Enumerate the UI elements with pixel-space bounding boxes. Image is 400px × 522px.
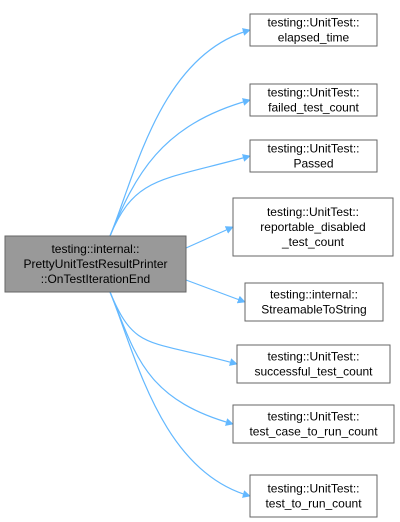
node-passed-label-line: testing::UnitTest::	[267, 142, 359, 156]
node-on-test-iteration-end-box	[4, 235, 187, 293]
nodes-layer: testing::internal::PrettyUnitTestResultP…	[4, 13, 395, 518]
node-failed-test-count-label-line: testing::UnitTest::	[267, 86, 359, 100]
node-on-test-iteration-end[interactable]: testing::internal::PrettyUnitTestResultP…	[4, 235, 187, 293]
node-passed[interactable]: testing::UnitTest::Passed	[249, 139, 378, 173]
edge-to-failed_test_count	[109, 98, 251, 237]
node-test-case-to-run-count[interactable]: testing::UnitTest::test_case_to_run_coun…	[232, 404, 395, 444]
node-on-test-iteration-end-label-line: ::OnTestIterationEnd	[41, 272, 150, 286]
node-elapsed-time-box	[249, 13, 378, 47]
node-streamable-to-string-box	[244, 282, 384, 322]
node-elapsed-time-label-line: elapsed_time	[278, 31, 350, 45]
node-streamable-to-string[interactable]: testing::internal::StreamableToString	[244, 282, 384, 322]
edges-layer	[109, 28, 251, 498]
node-passed-label-line: Passed	[293, 157, 333, 171]
node-passed-box	[249, 139, 378, 173]
edge-to-passed	[109, 154, 251, 237]
node-test-case-to-run-count-label-line: test_case_to_run_count	[249, 425, 378, 439]
node-reportable-disabled-test-count-label-line: _test_count	[281, 235, 345, 249]
edge-to-streamable_to_string	[185, 279, 246, 304]
node-test-to-run-count-box	[249, 474, 378, 518]
node-streamable-to-string-label-line: StreamableToString	[261, 303, 366, 317]
edge-to-successful_test_count	[109, 291, 238, 366]
node-failed-test-count-label-line: failed_test_count	[268, 101, 359, 115]
edge-to-elapsed_time	[109, 28, 251, 237]
node-reportable-disabled-test-count-box	[232, 197, 394, 257]
node-reportable-disabled-test-count-label-line: testing::UnitTest::	[267, 205, 359, 219]
node-reportable-disabled-test-count[interactable]: testing::UnitTest::reportable_disabled_t…	[232, 197, 394, 257]
edge-to-test_to_run_count	[109, 291, 251, 498]
node-on-test-iteration-end-label-line: testing::internal::	[51, 242, 139, 256]
node-test-case-to-run-count-box	[232, 404, 395, 444]
node-failed-test-count[interactable]: testing::UnitTest::failed_test_count	[249, 83, 378, 117]
node-test-to-run-count[interactable]: testing::UnitTest::test_to_run_count	[249, 474, 378, 518]
node-successful-test-count-box	[236, 344, 391, 384]
edge-to-reportable_disabled_test_count	[185, 226, 234, 249]
node-failed-test-count-box	[249, 83, 378, 117]
node-successful-test-count-label-line: successful_test_count	[254, 365, 373, 379]
node-streamable-to-string-label-line: testing::internal::	[270, 288, 358, 302]
node-elapsed-time[interactable]: testing::UnitTest::elapsed_time	[249, 13, 378, 47]
node-on-test-iteration-end-label-line: PrettyUnitTestResultPrinter	[23, 257, 167, 271]
node-test-to-run-count-label-line: test_to_run_count	[265, 497, 362, 511]
node-test-case-to-run-count-label-line: testing::UnitTest::	[267, 410, 359, 424]
node-successful-test-count[interactable]: testing::UnitTest::successful_test_count	[236, 344, 391, 384]
node-reportable-disabled-test-count-label-line: reportable_disabled	[260, 220, 365, 234]
node-test-to-run-count-label-line: testing::UnitTest::	[267, 482, 359, 496]
node-elapsed-time-label-line: testing::UnitTest::	[267, 16, 359, 30]
node-successful-test-count-label-line: testing::UnitTest::	[267, 350, 359, 364]
